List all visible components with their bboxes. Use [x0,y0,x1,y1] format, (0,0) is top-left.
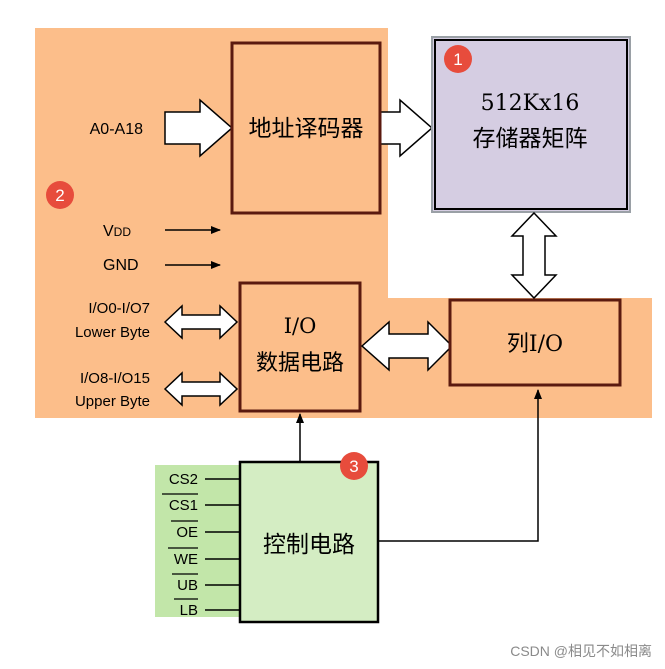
column-io-label: 列I/O [507,332,563,357]
vdd-pin-label: VDD [103,223,131,240]
control-circuit-label: 控制电路 [263,532,355,558]
lower-bus-label: I/O0-I/O7 [88,300,150,317]
upper-byte-double-arrow [163,371,239,407]
watermark: CSDN @相见不如相离 [510,643,652,659]
upper-byte-label: Upper Byte [75,393,150,410]
memory-matrix-label-name: 存储器矩阵 [473,126,588,152]
io-data-circuit-label-name: 数据电路 [256,351,344,376]
gnd-pin-label: GND [103,257,139,274]
io-data-circuit-label-io: I/O [284,314,317,338]
address-decoder-block [230,41,382,215]
control-pin-label: UB [177,577,198,594]
control-pin-label: OE [176,524,198,541]
badge-1 [444,45,472,73]
memory-column-io-double-arrow [510,211,558,300]
decoder-to-memory-arrow [379,98,434,158]
upper-bus-label: I/O8-I/O15 [80,370,150,387]
badge-1-label: 1 [453,50,462,69]
lower-byte-label: Lower Byte [75,324,150,341]
column-io-block [448,298,622,387]
badge-2 [46,181,74,209]
io-data-circuit-block [238,281,362,413]
badge-2-label: 2 [55,186,64,205]
control-pin-label: WE [174,551,198,568]
control-pin-label: CS2 [169,471,198,488]
control-pin-we: WE [168,547,240,568]
control-circuit-block [238,460,380,624]
badge-3 [340,452,368,480]
control-to-column-io-path [378,389,542,542]
address-decoder-label: 地址译码器 [249,116,364,142]
control-pin-label: CS1 [169,497,198,514]
control-pin-cs1: CS1 [162,493,240,514]
memory-matrix-label-size: 512Kx16 [481,91,580,116]
badge-3-label: 3 [349,457,358,476]
control-pin-panel [155,465,240,617]
control-pin-ub: UB [172,573,240,594]
control-pin-cs2: CS2 [169,471,240,488]
memory-matrix-inner-border [434,39,628,210]
address-input-arrow [164,98,234,158]
control-pin-oe: OE [171,520,240,541]
address-pin-label: A0-A18 [90,121,143,138]
control-pin-label: LB [180,602,198,619]
control-pin-lb: LB [174,598,240,619]
lower-byte-double-arrow [163,304,239,340]
